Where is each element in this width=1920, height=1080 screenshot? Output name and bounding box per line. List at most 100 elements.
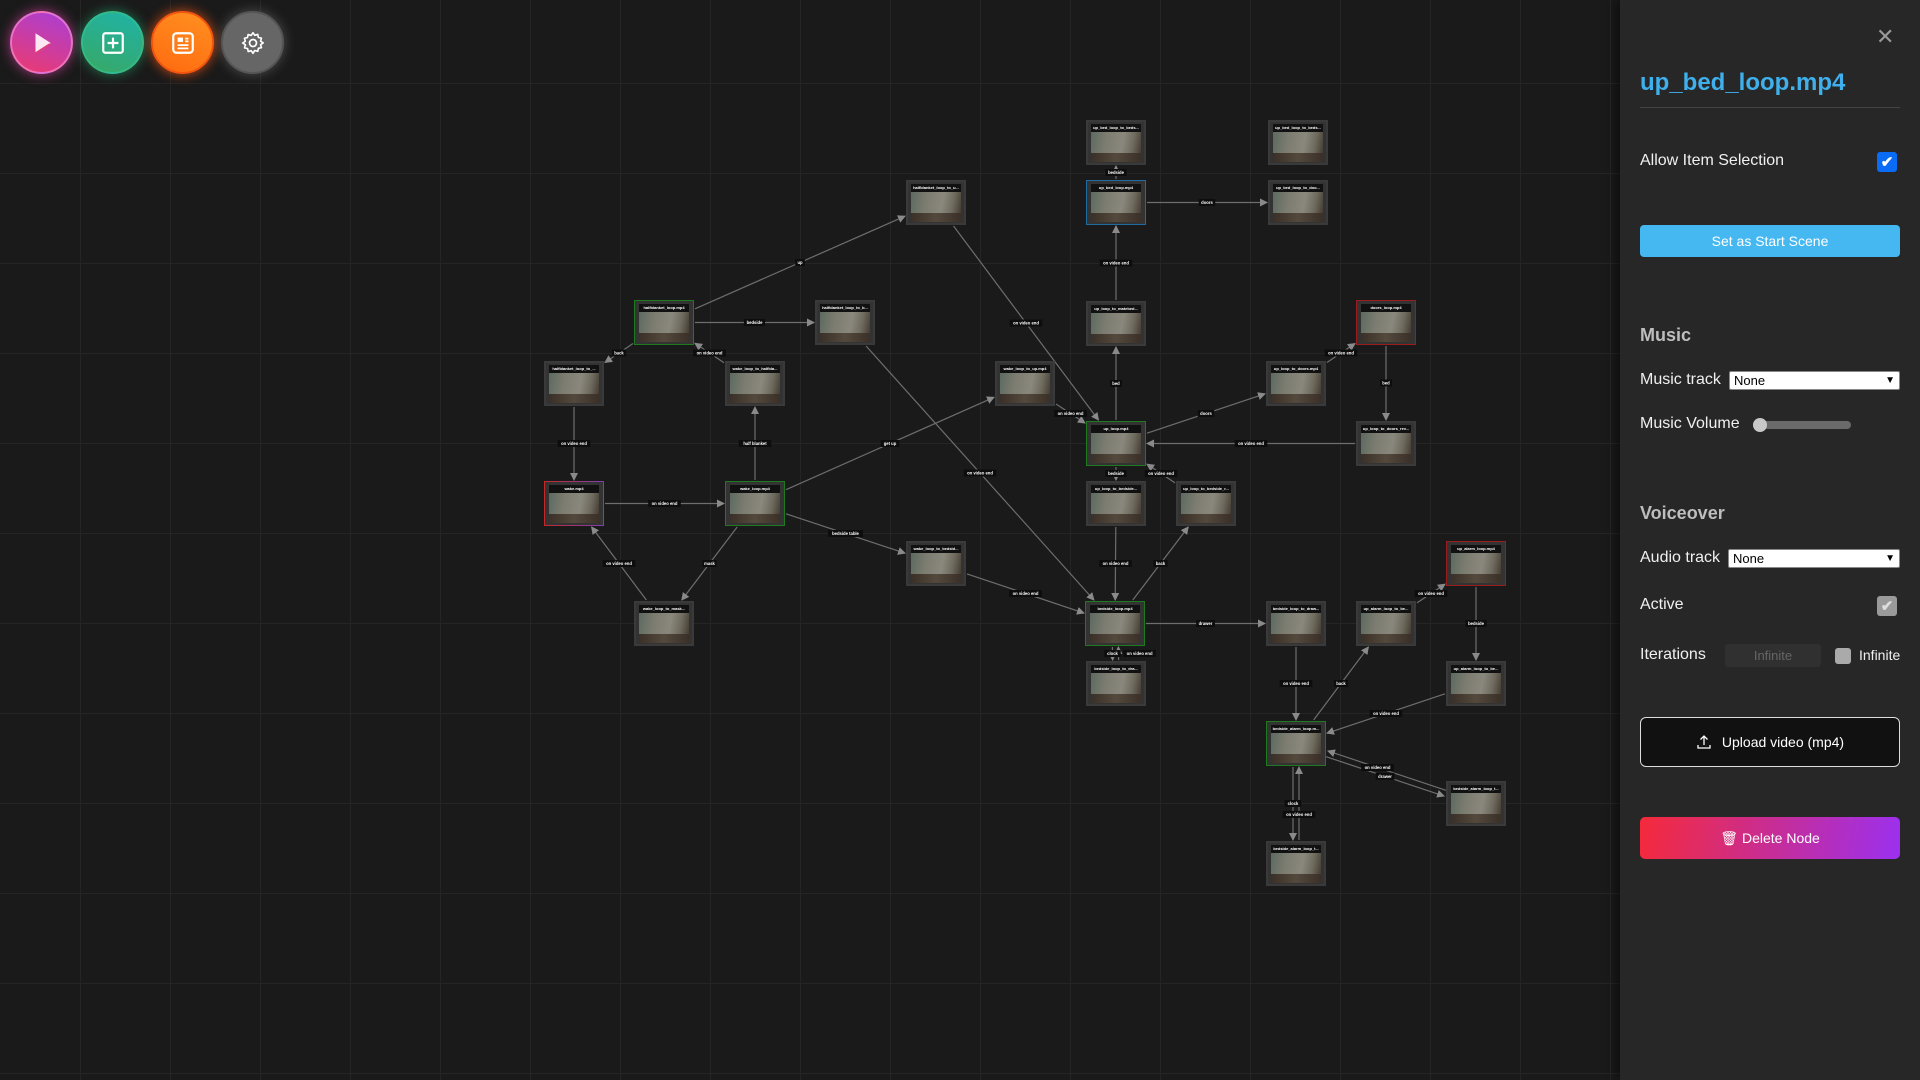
graph-node[interactable]: wake.mp4 (544, 481, 604, 526)
close-icon[interactable]: ✕ (1876, 24, 1895, 49)
edge-label-bg (648, 500, 681, 507)
edge-label: on video end (1058, 411, 1084, 416)
node-title: halfblanket_loop_to_b... (820, 304, 870, 312)
graph-node[interactable]: bedside_loop_to_dra... (1086, 661, 1146, 706)
graph-node[interactable]: up_loop_to_doors_rev... (1356, 421, 1416, 466)
node-title: up_loop_to_matebed... (1091, 305, 1141, 313)
edge-label-bg (1144, 470, 1178, 477)
graph-node[interactable]: up_loop.mp4 (1086, 421, 1146, 466)
audio-track-select[interactable]: None▼ (1728, 549, 1900, 568)
edge-label-bg (1105, 169, 1127, 176)
edge-label: bed (1112, 381, 1120, 386)
edge-label-group: on video end (1234, 440, 1268, 447)
edge-label: on video end (1283, 681, 1309, 686)
details-button[interactable] (151, 11, 214, 74)
edge-label-group: on video end (1054, 410, 1087, 417)
edge-label: doors (1200, 411, 1212, 416)
edge-label-bg (702, 560, 717, 567)
slider-handle[interactable] (1753, 418, 1767, 432)
upload-video-button[interactable]: Upload video (mp4) (1640, 717, 1900, 767)
graph-node[interactable]: up_loop_to_bedside... (1086, 481, 1146, 526)
edge-label-bg (1279, 680, 1313, 687)
graph-node[interactable]: wake_loop_to_mask... (634, 601, 694, 646)
edge-label: drawer (1199, 621, 1213, 626)
edge-label-bg (1197, 410, 1215, 417)
video-thumbnail (1361, 433, 1411, 463)
edge-label-group: on video end (1324, 349, 1358, 357)
graph-node[interactable]: wake_loop.mp4 (725, 481, 785, 526)
music-track-select[interactable]: None▼ (1729, 371, 1900, 390)
video-thumbnail (1090, 613, 1140, 643)
graph-node[interactable]: doors_loop.mp4 (1356, 300, 1416, 345)
graph-node[interactable]: up_loop_to_doors.mp4 (1266, 361, 1326, 406)
graph-node[interactable]: halfblanket_loop_to_u... (906, 180, 966, 225)
graph-node[interactable]: up_bed_loop_to_doo... (1268, 180, 1328, 225)
active-checkbox[interactable]: ✔ (1877, 596, 1897, 616)
edge-label: half blanket (743, 441, 767, 446)
graph-node[interactable]: halfblanket_loop.mp4 (634, 300, 694, 345)
add-node-button[interactable] (81, 11, 144, 74)
node-title: halfblanket_loop_to_... (549, 365, 599, 373)
edge-label-bg (1198, 199, 1216, 206)
edge-label-bg (557, 440, 591, 447)
delete-node-button[interactable]: 🗑 Delete Node (1640, 817, 1900, 859)
video-thumbnail (1091, 433, 1141, 463)
music-volume-slider[interactable] (1753, 418, 1851, 432)
edge-label-bg (611, 349, 627, 357)
video-thumbnail (1091, 132, 1141, 162)
edge-label-bg (1465, 620, 1487, 627)
edge-label-bg (1110, 380, 1122, 387)
panel-title: up_bed_loop.mp4 (1640, 69, 1846, 96)
settings-button[interactable] (221, 11, 284, 74)
chevron-down-icon: ▼ (1885, 553, 1895, 564)
graph-node[interactable]: up_alarm_loop_to_be... (1356, 601, 1416, 646)
edge-label-group: on video end (1414, 590, 1448, 597)
graph-node[interactable]: bedside_alarm_loop.m... (1266, 721, 1326, 766)
graph-node[interactable]: halfblanket_loop_to_b... (815, 300, 875, 345)
edge-label: get up (884, 441, 897, 446)
graph-node[interactable]: bedside_alarm_loop_t... (1266, 841, 1326, 886)
set-start-scene-button[interactable]: Set as Start Scene (1640, 225, 1900, 257)
edge-label-bg (880, 440, 900, 447)
graph-node[interactable]: up_bed_loop_to_beds... (1086, 120, 1146, 165)
node-title: up_loop_to_doors.mp4 (1271, 365, 1321, 373)
play-button[interactable] (10, 11, 73, 74)
graph-node[interactable]: wake_loop_to_halfbla... (725, 361, 785, 406)
node-title: doors_loop.mp4 (1361, 304, 1411, 312)
play-icon (33, 32, 51, 55)
edge-label: on video end (561, 441, 587, 446)
node-title: wake.mp4 (549, 485, 599, 493)
graph-node[interactable]: up_loop_to_matebed... (1086, 301, 1146, 346)
allow-item-selection-checkbox[interactable]: ✔ (1877, 152, 1897, 172)
infinite-checkbox[interactable] (1835, 648, 1851, 664)
edge-label-bg (1361, 764, 1394, 772)
graph-node[interactable]: up_bed_loop_to_beds... (1268, 120, 1328, 165)
graph-node[interactable]: bedside_loop_to_draw... (1266, 601, 1326, 646)
graph-node[interactable]: wake_loop_to_bedsid... (906, 541, 966, 586)
node-title: up_bed_loop_to_beds... (1091, 124, 1141, 132)
graph-node[interactable]: up_alarm_loop_to_be... (1446, 661, 1506, 706)
active-label: Active (1640, 596, 1684, 613)
edge-label-bg (1054, 410, 1087, 417)
edge-label: on video end (1013, 591, 1039, 596)
edge-label-bg (795, 259, 805, 266)
graph-node[interactable]: bedside_alarm_loop_t... (1446, 781, 1506, 826)
edge-label-group: on video end (1282, 810, 1316, 818)
video-thumbnail (639, 312, 689, 342)
graph-node[interactable]: bedside_loop.mp4 (1085, 601, 1145, 646)
graph-node[interactable]: up_alarm_loop.mp4 (1446, 541, 1506, 586)
graph-node[interactable]: halfblanket_loop_to_... (544, 361, 604, 406)
edge-label-bg (1104, 650, 1121, 658)
edge-label: doors (1201, 200, 1213, 205)
edge-label-group: on video end (693, 349, 726, 357)
graph-node[interactable]: up_loop_to_bedside_r... (1176, 481, 1236, 526)
edge-label-group: on video end (1279, 680, 1313, 687)
edge-label-bg (1380, 379, 1392, 387)
graph-node[interactable]: wake_loop_to_up.mp4 (995, 361, 1055, 406)
node-title: up_bed_loop_to_beds... (1273, 124, 1323, 132)
iterations-input[interactable]: Infinite (1725, 644, 1821, 667)
infinite-label: Infinite (1859, 647, 1901, 663)
graph-node[interactable]: up_bed_loop.mp4 (1086, 180, 1146, 225)
